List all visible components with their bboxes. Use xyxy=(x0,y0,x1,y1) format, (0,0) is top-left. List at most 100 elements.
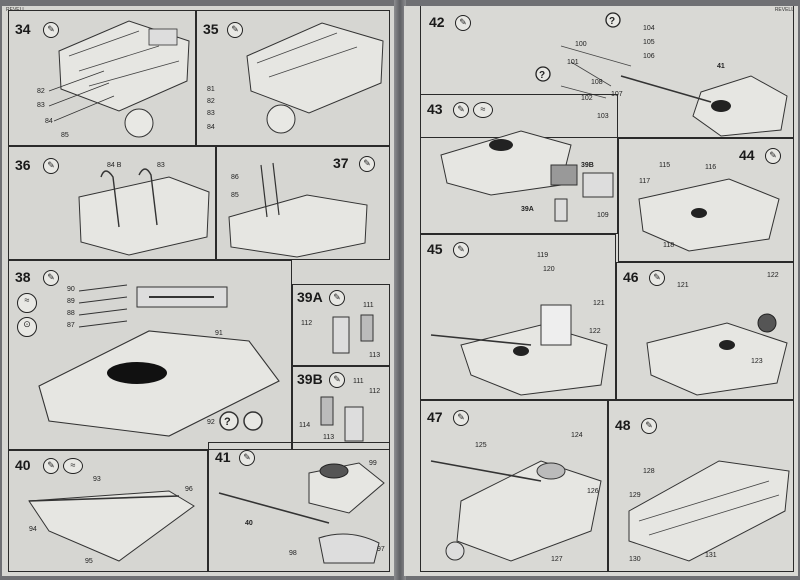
step-number: 48 xyxy=(615,417,631,433)
paint-brush-icon: ✎ xyxy=(43,158,59,174)
step-number: 45 xyxy=(427,241,443,257)
step-47-panel: 47 ✎ 124 125 126 127 xyxy=(420,400,608,572)
step-number: 37 xyxy=(333,155,349,171)
part-label: 82 xyxy=(37,88,45,95)
part-label: 99 xyxy=(369,460,377,467)
step-40-panel: 40 ✎ ≈ 93 94 95 96 xyxy=(8,450,208,572)
part-label: 91 xyxy=(215,330,223,337)
part-label: 81 xyxy=(207,86,215,93)
step-46-panel: 46 ✎ 121 122 123 xyxy=(616,262,794,400)
step-38-panel: 38 ✎ ≈ ⊙ ? 90 89 88 87 91 92 xyxy=(8,260,292,450)
part-label: 85 xyxy=(61,132,69,139)
step-43-panel: 43 ✎ ≈ 39B 39A 109 xyxy=(420,94,618,234)
part-label: 113 xyxy=(323,434,334,441)
paint-brush-icon: ✎ xyxy=(453,242,469,258)
part-label: 87 xyxy=(67,322,75,329)
part-label: 101 xyxy=(567,59,579,66)
part-label: 127 xyxy=(551,556,563,563)
part-label: 116 xyxy=(705,164,716,171)
part-label: 96 xyxy=(185,486,193,493)
glue-icon: ≈ xyxy=(17,293,37,313)
part-label: 41 xyxy=(717,63,725,70)
paint-brush-icon: ✎ xyxy=(329,372,345,388)
part-label: 104 xyxy=(643,25,655,32)
part-label: 114 xyxy=(299,422,310,429)
step-39a-panel: 39A ✎ 111 112 113 xyxy=(292,284,390,366)
part-label: 92 xyxy=(207,419,215,426)
paint-brush-icon: ✎ xyxy=(455,15,471,31)
question-mark-icon: ? xyxy=(224,416,231,428)
part-label: 124 xyxy=(571,432,583,439)
part-label: 121 xyxy=(593,300,605,307)
step-36-drawing: 84 B 83 xyxy=(78,162,210,256)
part-label: 125 xyxy=(475,442,487,449)
right-page: REVELL 42 ✎ ? ? 41 100 101 102 103 104 1… xyxy=(404,6,798,576)
step-47-drawing: 124 125 126 127 xyxy=(430,432,602,563)
part-label: 86 xyxy=(231,174,239,181)
part-label: 89 xyxy=(67,298,75,305)
part-label: 129 xyxy=(629,492,641,499)
part-label: 90 xyxy=(67,286,75,293)
step-number: 47 xyxy=(427,409,443,425)
part-label: 98 xyxy=(289,550,297,557)
part-label: 105 xyxy=(643,39,655,46)
book-gutter xyxy=(394,0,406,580)
question-mark-icon: ? xyxy=(539,70,545,81)
paint-brush-icon: ✎ xyxy=(329,290,345,306)
step-number: 39A xyxy=(297,289,323,305)
part-label: 118 xyxy=(663,242,674,249)
glue-icon: ≈ xyxy=(473,102,493,118)
paint-brush-icon: ✎ xyxy=(43,458,59,474)
paint-brush-icon: ✎ xyxy=(453,410,469,426)
paint-brush-icon: ✎ xyxy=(43,22,59,38)
paint-brush-icon: ✎ xyxy=(43,270,59,286)
part-label: 109 xyxy=(597,212,609,219)
part-label: 112 xyxy=(301,320,312,327)
step-number: 34 xyxy=(15,21,31,37)
part-label: 111 xyxy=(353,378,364,385)
paint-brush-icon: ✎ xyxy=(765,148,781,164)
part-label: 82 xyxy=(207,98,215,105)
part-label: 39B xyxy=(581,162,594,169)
step-38-drawing: ? 90 89 88 87 91 92 xyxy=(38,284,280,437)
part-label: 108 xyxy=(591,79,603,86)
part-label: 122 xyxy=(767,272,779,279)
part-label: 123 xyxy=(751,358,763,365)
part-label: 85 xyxy=(231,192,239,199)
step-37-drawing: 86 85 xyxy=(228,162,368,258)
part-label: 112 xyxy=(369,388,380,395)
part-label: 111 xyxy=(363,302,374,309)
part-label: 119 xyxy=(537,252,548,259)
part-label: 113 xyxy=(369,352,380,359)
paint-brush-icon: ✎ xyxy=(641,418,657,434)
step-44-panel: 44 ✎ 115 116 117 118 xyxy=(618,138,794,262)
step-35-drawing: 81 82 83 84 xyxy=(207,22,384,134)
step-42-panel: 42 ✎ ? ? 41 100 101 102 103 104 105 106 … xyxy=(420,6,794,138)
question-mark-icon: ? xyxy=(609,16,615,27)
step-42-drawing: ? ? 41 100 101 102 103 104 105 106 107 1… xyxy=(535,12,788,137)
paint-brush-icon: ✎ xyxy=(359,156,375,172)
step-39b-drawing: 111 112 113 114 xyxy=(299,378,380,442)
step-35-panel: 35 ✎ 81 82 83 84 xyxy=(196,10,390,146)
step-number: 44 xyxy=(739,147,755,163)
step-number: 41 xyxy=(215,449,231,465)
part-label: 95 xyxy=(85,558,93,565)
part-label: 94 xyxy=(29,526,37,533)
part-label: 130 xyxy=(629,556,641,563)
step-number: 39B xyxy=(297,371,323,387)
part-label: 40 xyxy=(245,520,253,527)
step-44-drawing: 115 116 117 118 xyxy=(638,162,780,252)
part-label: 93 xyxy=(93,476,101,483)
step-number: 35 xyxy=(203,21,219,37)
paint-brush-icon: ✎ xyxy=(239,450,255,466)
part-label: 84 B xyxy=(107,162,122,169)
step-number: 46 xyxy=(623,269,639,285)
part-label: 128 xyxy=(643,468,655,475)
part-label: 102 xyxy=(581,95,593,102)
part-label: 126 xyxy=(587,488,599,495)
paint-brush-icon: ✎ xyxy=(227,22,243,38)
step-43-drawing: 39B 39A 109 xyxy=(440,130,614,222)
part-label: 117 xyxy=(639,178,650,185)
part-label: 115 xyxy=(659,162,670,169)
